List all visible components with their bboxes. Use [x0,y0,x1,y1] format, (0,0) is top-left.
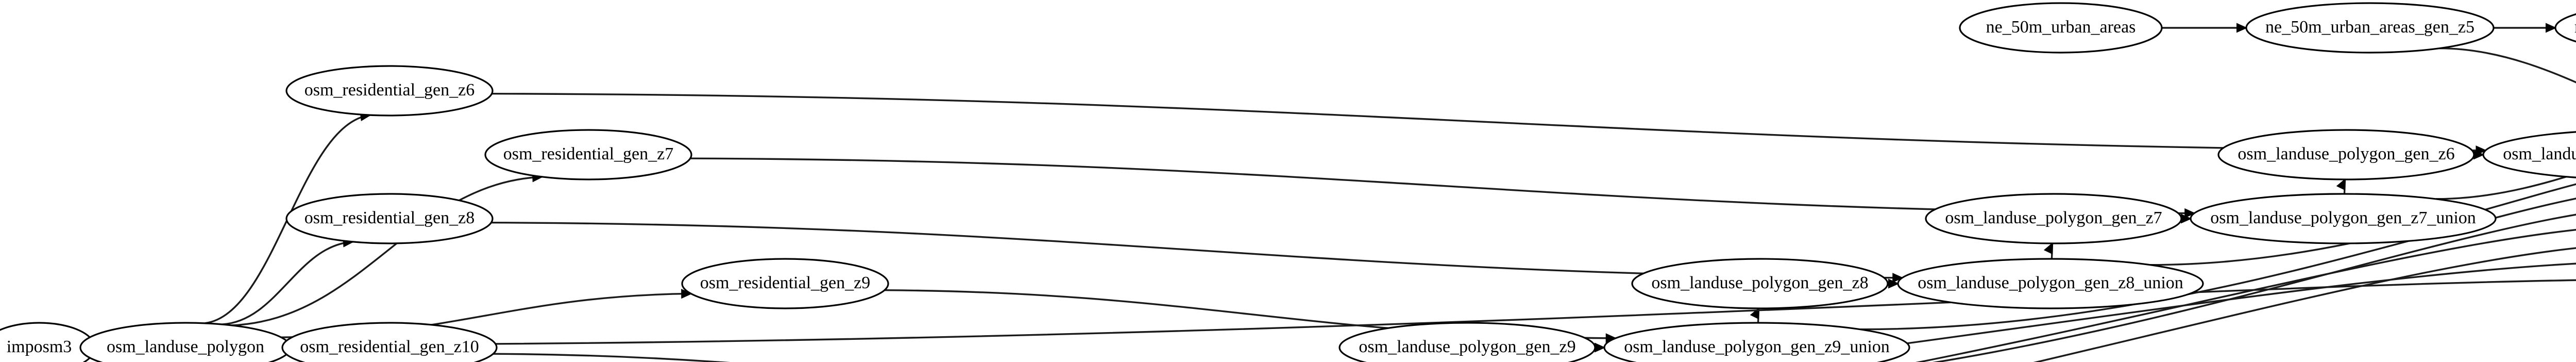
graph-node[interactable]: ne_50m_urban_areas [1959,2,2163,54]
graph-node[interactable]: osm_residential_gen_z8 [285,193,494,244]
node-label: imposm3 [7,337,72,356]
graph-node[interactable]: osm_residential_gen_z7 [484,129,692,180]
edge-arrowhead [2184,208,2196,218]
node-ellipse [281,322,498,362]
graph-node[interactable]: osm_landuse_polygon_gen_z9 [1338,322,1596,362]
node-label: osm_residential_gen_z8 [304,208,474,227]
node-ellipse [1959,2,2163,54]
node-label: osm_landuse_polygon [107,337,264,356]
graph-edge [492,92,2486,152]
edge-arrowhead [2476,145,2487,156]
graph-edge-to-layer [2033,247,2576,362]
node-ellipse [2190,193,2497,244]
graph-edge [231,176,543,326]
node-label: osm_residential_gen_z9 [700,273,870,292]
edge-arrowhead [2236,23,2248,33]
node-ellipse [1897,258,2204,309]
graph-edge [690,157,2195,215]
graph-node[interactable]: osm_landuse_polygon_gen_z8 [1631,258,1889,309]
node-label: osm_residential_gen_z7 [503,144,673,163]
graph-edge [493,353,731,362]
graph-node[interactable]: ne_50m_urban_areas_gen_z5 [2245,2,2495,54]
node-label: osm_landuse_polygon_gen_z8_union [1918,273,2183,292]
edge-arrowhead [2043,242,2053,255]
node-label: ne_50m_urban_areas_gen_z5 [2265,18,2475,37]
node-label: osm_landuse_polygon_gen_z9 [1359,337,1575,356]
graph-node[interactable]: osm_residential_gen_z9 [681,258,889,309]
node-ellipse [2217,129,2475,180]
graph-node[interactable]: osm_landuse_polygon_gen_z9_union [1603,322,1910,362]
graph-node[interactable]: imposm3 [0,322,96,362]
graph-edge-to-layer [1915,228,2576,362]
node-ellipse [484,129,692,180]
node-ellipse [1631,258,1889,309]
graph-edge-to-layer [290,279,2576,346]
node-label: osm_landuse_polygon_gen_z6_union [2503,144,2576,163]
node-label: osm_landuse_polygon_gen_z6 [2238,144,2454,163]
graph-node[interactable]: osm_landuse_polygon_gen_z7 [1925,193,2182,244]
node-ellipse [1603,322,1910,362]
graph-edge-to-layer [1860,198,2576,331]
graph-node[interactable]: osm_landuse_polygon_gen_z6 [2217,129,2475,180]
graph-edge [222,241,353,325]
node-ellipse [1338,322,1596,362]
edge-arrowhead [1892,273,1904,283]
node-ellipse [2554,13,2576,43]
graph-node[interactable]: osm_residential_gen_z10 [281,322,498,362]
graph-edge-to-layer [2439,47,2576,84]
edge-arrowhead [2336,178,2346,191]
graph-node[interactable]: osm_landuse_polygon_gen_z7_union [2190,193,2497,244]
node-label: osm_landuse_polygon_gen_z8 [1651,273,1868,292]
node-ellipse [1925,193,2182,244]
graph-node[interactable]: osm_landuse_polygon_gen_z6_union [2482,130,2576,179]
node-label: osm_landuse_polygon_gen_z7 [1945,208,2162,227]
node-ellipse [285,193,494,244]
node-ellipse [2245,2,2495,54]
node-label: osm_landuse_polygon_gen_z7_union [2210,208,2476,227]
graph-node[interactable]: osm_landuse_polygon_gen_z8_union [1897,258,2204,309]
node-label: osm_landuse_polygon_gen_z9_union [1624,337,1890,356]
graph-node[interactable]: osm_residential_gen_z6 [285,65,494,117]
node-label: ne_50m_urban_areas_gen_z4 [2574,18,2576,37]
edge-arrowhead [2546,23,2557,33]
node-ellipse [285,65,494,117]
graph-node[interactable]: ne_50m_urban_areas_gen_z4 [2554,3,2576,53]
edge-arrowhead [1595,342,1606,353]
graph-edge-to-layer [1761,262,2576,362]
node-ellipse [2482,131,2576,178]
node-label: osm_residential_gen_z6 [304,80,474,100]
edges-layer [79,23,2576,362]
node-ellipse [681,258,889,309]
node-label: ne_50m_urban_areas [1986,18,2136,37]
graph-node[interactable]: osm_landuse_polygon [79,322,292,362]
node-label: osm_residential_gen_z10 [300,337,479,356]
